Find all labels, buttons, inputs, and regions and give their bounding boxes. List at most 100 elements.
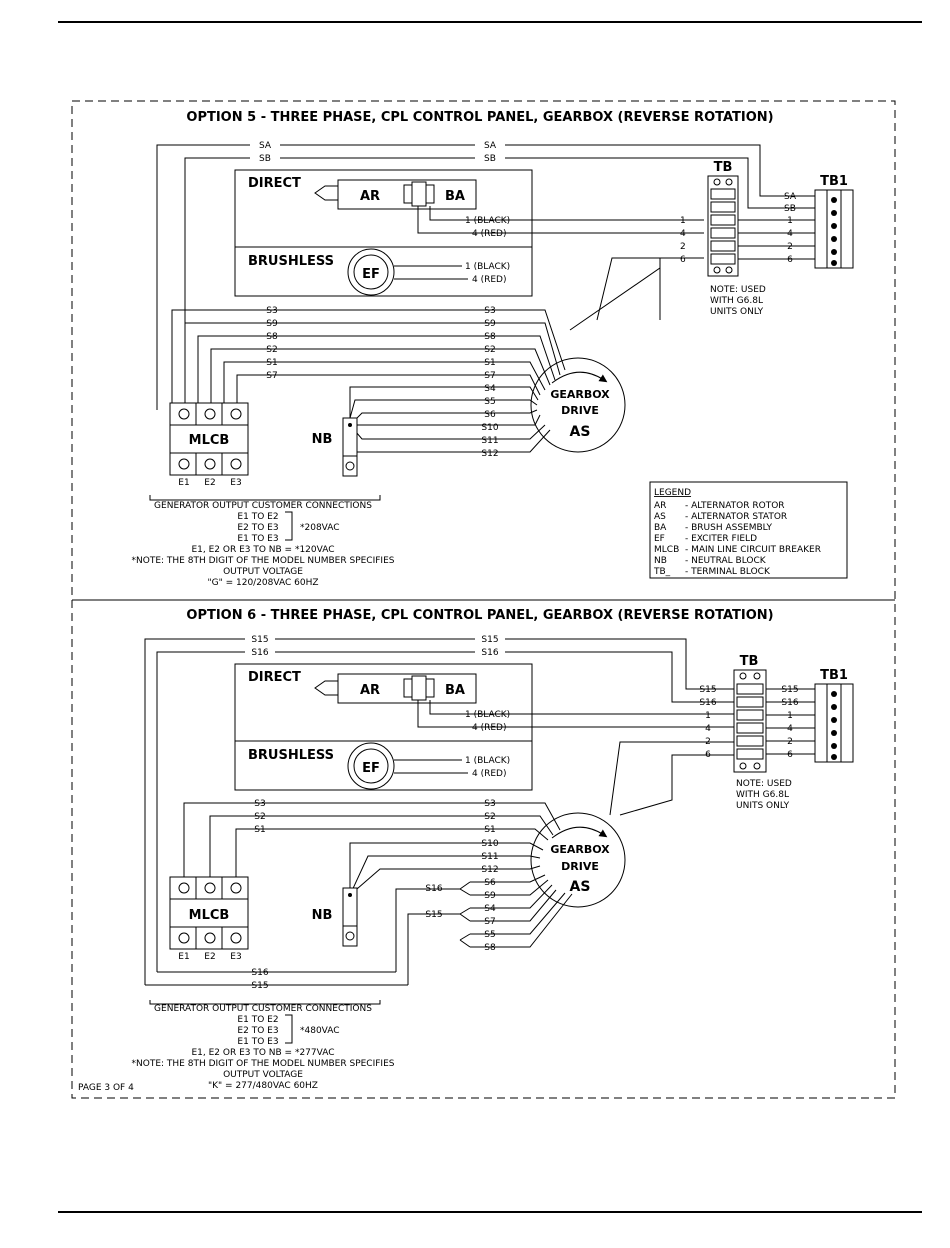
option6-notes-l3: E1 TO E3 — [237, 1037, 278, 1047]
legend-desc: - MAIN LINE CIRCUIT BREAKER — [685, 545, 821, 555]
option5-sa-wire — [156, 144, 815, 410]
option6-jumper-s16: S16 — [425, 884, 442, 894]
legend-title: LEGEND — [654, 488, 691, 498]
option5-tb-block — [707, 175, 739, 277]
option5-mlcb: MLCB — [169, 402, 249, 476]
option6-as-s4: S4 — [484, 904, 496, 914]
option6-red-label: 4 (RED) — [472, 723, 506, 733]
option6-as-s5: S5 — [484, 930, 495, 940]
option6-s15-wire — [144, 638, 734, 985]
option6-tb1-s16: S16 — [781, 698, 798, 708]
option5-note3: UNITS ONLY — [710, 307, 764, 317]
option5-as-s4: S4 — [484, 384, 496, 394]
option5-tb1-sb: SB — [784, 204, 796, 214]
option6-title: OPTION 6 - THREE PHASE, CPL CONTROL PANE… — [186, 608, 773, 623]
option5-gearbox-drive — [530, 357, 626, 453]
option6-ar-ba-assembly — [337, 673, 477, 704]
option5-tb-lead-1: 1 — [680, 216, 686, 226]
option5-title: OPTION 5 - THREE PHASE, CPL CONTROL PANE… — [186, 110, 773, 125]
option5-notes-l1: E1 TO E2 — [237, 512, 278, 522]
option6-mlcb-label: MLCB — [189, 908, 230, 923]
option5-tb-lead-2: 2 — [680, 242, 686, 252]
option6-as-s2: S2 — [484, 812, 495, 822]
option5-as-s2: S2 — [484, 345, 495, 355]
option5-note1: NOTE: USED — [710, 285, 766, 295]
option6-tb-s16: S16 — [699, 698, 716, 708]
option5-tb-label: TB — [714, 160, 733, 175]
option5-e3: E3 — [230, 478, 241, 488]
option6-tb1-label: TB1 — [820, 668, 848, 683]
option6-section: OPTION 6 - THREE PHASE, CPL CONTROL PANE… — [132, 608, 854, 1091]
option5-notes-l3: E1 TO E3 — [237, 534, 278, 544]
option6-bottom-s16: S16 — [251, 968, 268, 978]
legend-code: AR — [654, 501, 666, 511]
option5-notes-l6: OUTPUT VOLTAGE — [223, 567, 303, 577]
option5-notes-l2: E2 TO E3 — [237, 523, 278, 533]
option6-as-s7: S7 — [484, 917, 495, 927]
option6-black-label: 1 (BLACK) — [465, 710, 510, 720]
option6-notes-l6: OUTPUT VOLTAGE — [223, 1070, 303, 1080]
option6-tb1-2: 2 — [787, 737, 793, 747]
option6-e2: E2 — [204, 952, 215, 962]
option5-mlcb-s2: S2 — [266, 345, 277, 355]
option6-tb-4: 4 — [705, 724, 711, 734]
option6-ar-label: AR — [360, 683, 380, 698]
option6-tb-1: 1 — [705, 711, 711, 721]
option5-ef-outer — [347, 248, 395, 296]
option6-notes-l1: E1 TO E2 — [237, 1015, 278, 1025]
page-number: PAGE 3 OF 4 — [78, 1083, 134, 1093]
legend-code: TB_ — [653, 567, 671, 577]
option6-mlcb-s1: S1 — [254, 825, 265, 835]
option6-gearbox-drive — [530, 812, 626, 908]
option5-e1: E1 — [178, 478, 189, 488]
option6-gearbox-label: GEARBOX — [550, 843, 610, 856]
option5-ar-ba-assembly — [337, 179, 477, 210]
option6-notes-heading: GENERATOR OUTPUT CUSTOMER CONNECTIONS — [154, 1004, 372, 1014]
option6-as-s8: S8 — [484, 943, 496, 953]
option5-notes-heading: GENERATOR OUTPUT CUSTOMER CONNECTIONS — [154, 501, 372, 511]
option5-brushless-label: BRUSHLESS — [248, 254, 334, 269]
option5-as-s10: S10 — [481, 423, 498, 433]
option6-tb-6: 6 — [705, 750, 711, 760]
legend-desc: - ALTERNATOR ROTOR — [685, 501, 785, 511]
legend-desc: - EXCITER FIELD — [685, 534, 757, 544]
option5-as-s8: S8 — [484, 332, 496, 342]
option6-bottom-s15: S15 — [251, 981, 268, 991]
option6-as-s1: S1 — [484, 825, 495, 835]
option6-rotation-arrow — [551, 826, 608, 839]
option5-rotor-shaft — [314, 185, 338, 201]
option6-s16-wire — [156, 651, 734, 972]
option5-mlcb-s1: S1 — [266, 358, 277, 368]
option6-as-label: AS — [570, 879, 591, 895]
option5-sa-label-mid: SA — [484, 141, 497, 151]
option6-as-s10: S10 — [481, 839, 498, 849]
option5-tb1-lead-6: 6 — [787, 255, 793, 265]
option6-notes-l5: *NOTE: THE 8TH DIGIT OF THE MODEL NUMBER… — [132, 1059, 395, 1069]
option5-tb1-lead-4: 4 — [787, 229, 793, 239]
option5-note2: WITH G6.8L — [710, 296, 763, 306]
option6-e1: E1 — [178, 952, 189, 962]
option5-legend: LEGEND AR - ALTERNATOR ROTOR AS - ALTERN… — [649, 481, 848, 579]
option6-mlcb-s2: S2 — [254, 812, 265, 822]
option5-sb-label-left: SB — [259, 154, 271, 164]
option5-lead-2 — [596, 257, 704, 321]
option6-ef-black-label: 1 (BLACK) — [465, 756, 510, 766]
option6-s15-label-mid: S15 — [481, 635, 498, 645]
option5-ar-label: AR — [360, 189, 380, 204]
option6-note3: UNITS ONLY — [736, 801, 790, 811]
option5-notes-l5: *NOTE: THE 8TH DIGIT OF THE MODEL NUMBER… — [132, 556, 395, 566]
option6-note1: NOTE: USED — [736, 779, 792, 789]
legend-code: MLCB — [654, 545, 679, 555]
option5-tb1-lead-2: 2 — [787, 242, 793, 252]
option5-sb-label-mid: SB — [484, 154, 496, 164]
option5-ba-label: BA — [445, 189, 465, 204]
option5-ef-red-label: 4 (RED) — [472, 275, 506, 285]
option6-notes-l4: E1, E2 OR E3 TO NB = *277VAC — [191, 1048, 334, 1058]
option6-as-s9: S9 — [484, 891, 496, 901]
option5-as-s12: S12 — [481, 449, 498, 459]
option5-mlcb-label: MLCB — [189, 433, 230, 448]
option5-section: OPTION 5 - THREE PHASE, CPL CONTROL PANE… — [132, 110, 854, 588]
option5-as-s3: S3 — [484, 306, 495, 316]
option6-mlcb: MLCB — [169, 876, 249, 950]
